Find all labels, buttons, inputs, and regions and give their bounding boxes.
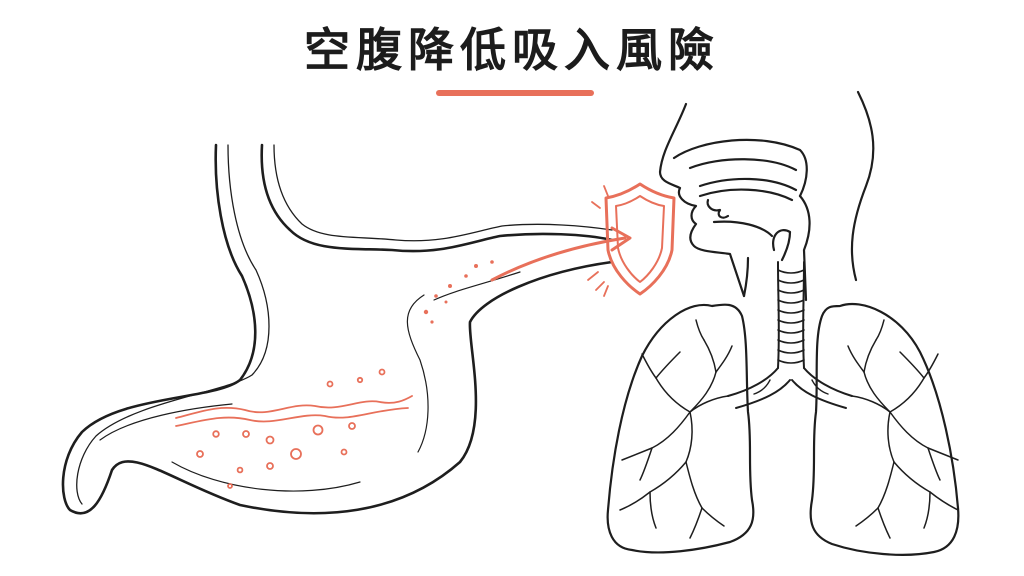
lungs [606, 302, 960, 556]
reflux-droplets [423, 260, 494, 324]
stomach-acid [175, 368, 413, 489]
stomach-outline [61, 143, 614, 515]
trachea [727, 261, 853, 409]
shield-icon [587, 182, 676, 297]
title-underline [436, 90, 594, 96]
head-profile [658, 90, 875, 302]
page-title: 空腹降低吸入風險 [304, 23, 720, 77]
